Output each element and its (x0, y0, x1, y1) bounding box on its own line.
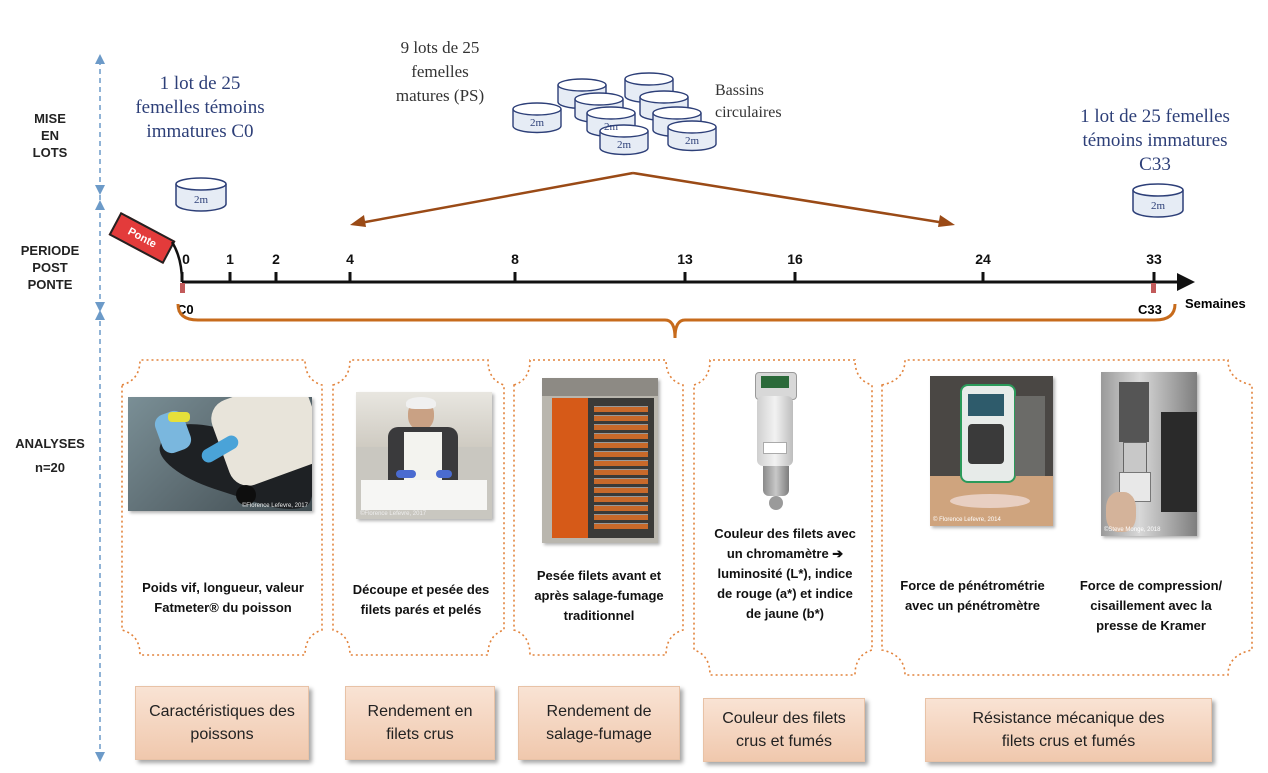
photo-fish-measurement: ©Florence Lefevre, 2017 (128, 397, 312, 511)
timeline-tick-label: 0 (182, 251, 190, 267)
photo-credit: ©Florence Lefevre, 2017 (360, 511, 427, 517)
left-vertical-axis (95, 54, 105, 762)
tank-label: 2m (530, 117, 545, 129)
timeline-end-marker: C33 (1138, 302, 1162, 316)
photo-credit: © Florence Lefevre, 2014 (933, 517, 1001, 523)
photo-smoking-oven (542, 378, 658, 543)
category-label: Caractéristiques des poissons (149, 703, 295, 743)
timeline-tick-label: 2 (272, 251, 280, 267)
timeline-tick-label: 1 (226, 251, 234, 267)
tank-cluster: 2m 2m 2m 2m (512, 72, 717, 156)
row-label-line: MISE (34, 111, 66, 126)
category-label: Couleur des filets crus et fumés (722, 710, 846, 750)
ponte-badge-label: Ponte (125, 225, 159, 251)
tank-label: 2m (1151, 200, 1166, 212)
tank-label: 2m (194, 194, 209, 206)
row-label-line: ANALYSES (15, 436, 85, 451)
photo-credit: ©Steve Monge, 2018 (1104, 527, 1161, 533)
lot-ps-text: 9 lots de 25 femelles matures (PS) (395, 38, 485, 105)
category-label: Rendement de salage-fumage (546, 703, 652, 743)
category-rendement-salage: Rendement de salage-fumage (518, 686, 680, 760)
timeline-tick-label: 16 (787, 251, 803, 267)
photo-kramer-press: ©Steve Monge, 2018 (1101, 372, 1197, 536)
timeline-tick-label: 13 (677, 251, 693, 267)
row-label-line: LOTS (32, 145, 68, 160)
row-label-line: POST (32, 260, 68, 275)
row-label-line: PERIODE (20, 243, 80, 258)
row-label-line: n=20 (35, 460, 65, 475)
photo-credit: ©Florence Lefevre, 2017 (241, 503, 308, 509)
timeline-axis (170, 241, 1195, 293)
analysis-desc-couleur: Couleur des filets avec un chromamètre ➔… (714, 526, 856, 621)
tank-c33: 2m (1132, 183, 1184, 218)
analysis-desc-decoupe: Découpe et pesée des filets parés et pel… (352, 582, 490, 617)
timeline-tick-label: 24 (975, 251, 991, 267)
analysis-desc-penetrometrie: Force de pénétrométrie avec un pénétromè… (900, 578, 1045, 613)
row-label-line: EN (40, 128, 60, 143)
row-label-line: PONTE (27, 277, 73, 292)
tank-label: 2m (604, 121, 619, 133)
tank-label: 2m (685, 135, 700, 147)
timeline-unit-label: Semaines (1185, 296, 1246, 310)
category-label: Rendement en filets crus (367, 703, 473, 743)
analysis-desc-poids: Poids vif, longueur, valeur Fatmeter® du… (142, 580, 304, 615)
ps-range-arrows (350, 171, 955, 227)
timeline-tick-label: 8 (511, 251, 519, 267)
analyses-brace (176, 303, 1177, 339)
tank-label: 2m (617, 139, 632, 151)
category-resistance: Résistance mécanique des filets crus et … (925, 698, 1212, 762)
category-caracteristiques: Caractéristiques des poissons (135, 686, 309, 760)
lot-c0-text: 1 lot de 25 femelles témoins immatures C… (135, 73, 265, 142)
analysis-desc-kramer: Force de compression/ cisaillement avec … (1079, 578, 1223, 633)
photo-chromameter (745, 372, 811, 512)
bassins-text: Bassins circulaires (715, 82, 782, 121)
analysis-frames (121, 359, 1253, 676)
row-label-periode-post-ponte: PERIODE POST PONTE (15, 242, 85, 293)
row-label-analyses: ANALYSES n=20 (10, 432, 90, 480)
timeline-tick-label: 4 (346, 251, 354, 267)
analysis-desc-pesee: Pesée filets avant et après salage-fumag… (534, 568, 664, 623)
timeline-tick-label: 33 (1146, 251, 1162, 267)
photo-penetrometer: © Florence Lefevre, 2014 (930, 376, 1053, 526)
row-label-mise-en-lots: MISE EN LOTS (30, 110, 70, 161)
category-couleur: Couleur des filets crus et fumés (703, 698, 865, 762)
category-rendement-filets: Rendement en filets crus (345, 686, 495, 760)
lot-c33-text: 1 lot de 25 femelles témoins immatures C… (1080, 106, 1230, 175)
photo-filet-cutting: ©Florence Lefevre, 2017 (356, 392, 492, 519)
category-label: Résistance mécanique des filets crus et … (972, 710, 1165, 750)
tank-c0: 2m (175, 177, 227, 212)
